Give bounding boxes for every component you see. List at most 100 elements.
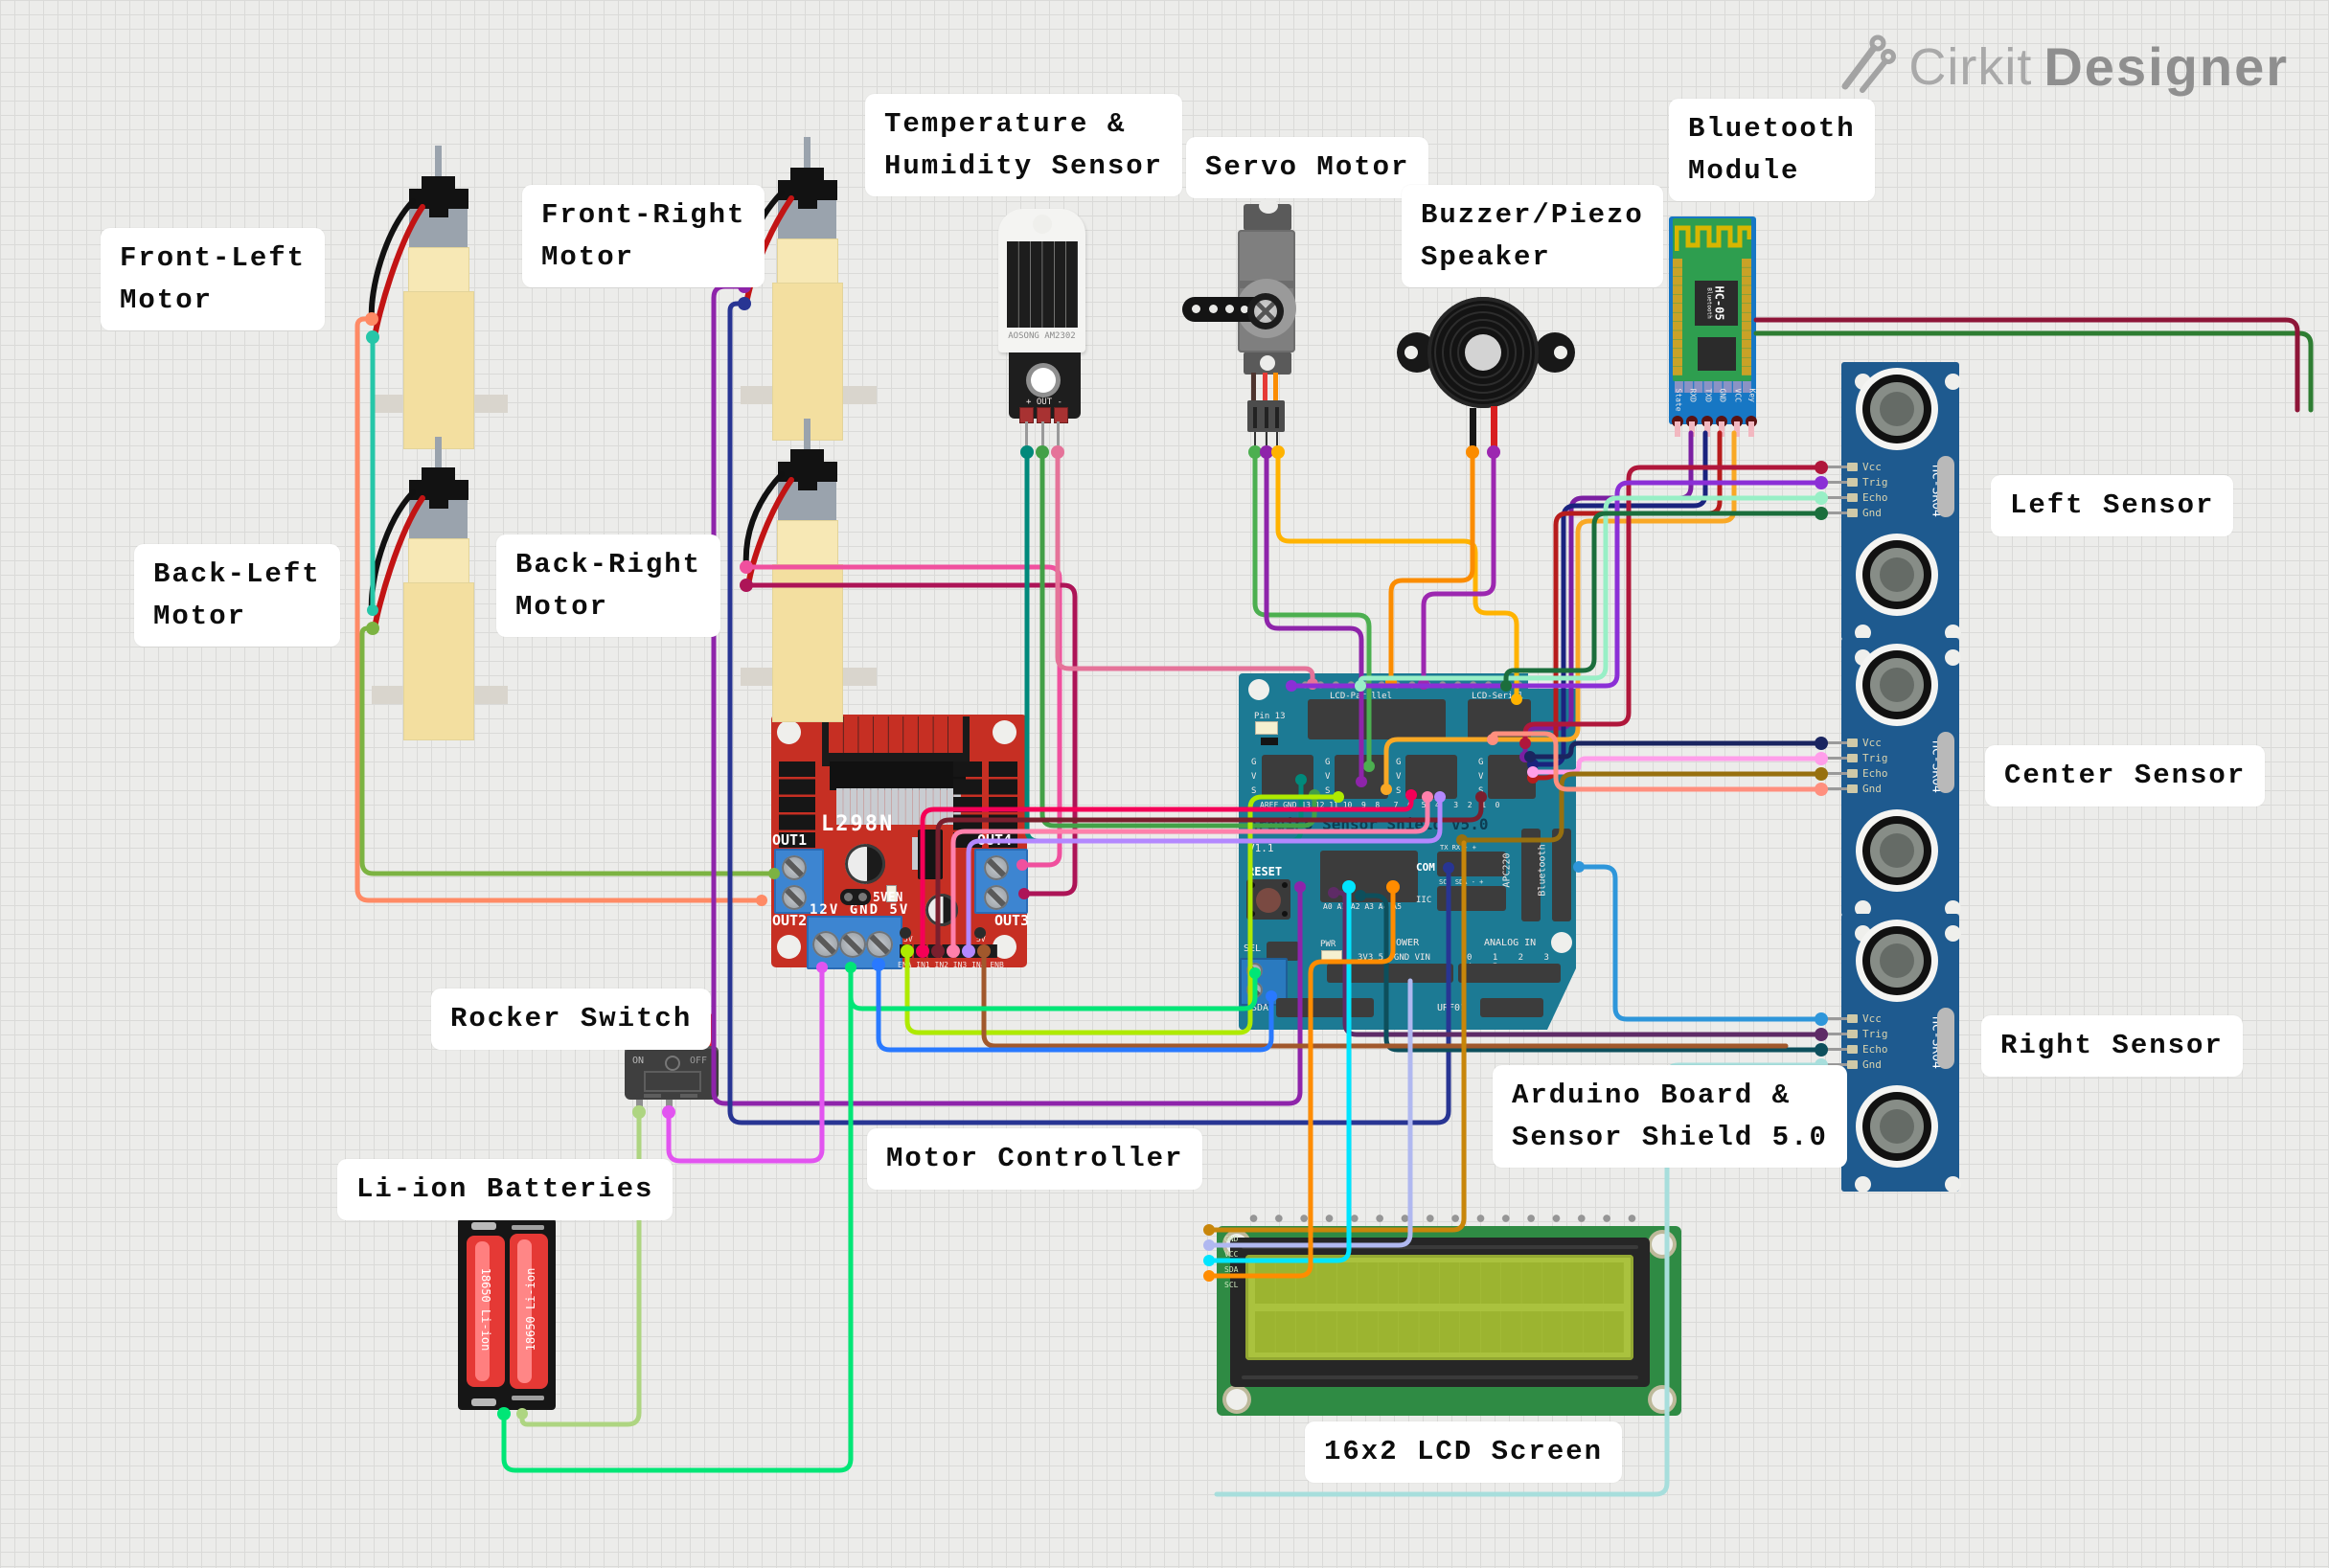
wire[interactable]: [1503, 511, 1824, 689]
lcd-pin-label: VCC: [1224, 1250, 1239, 1259]
arduino-board-sensor-shield-label[interactable]: Arduino Board &Sensor Shield 5.0: [1493, 1065, 1847, 1168]
sensor-pin-label: Vcc: [1862, 1012, 1882, 1025]
sensor-pin-label: Gnd: [1862, 1058, 1882, 1071]
bluetooth-chip-label: HC-05: [1713, 285, 1726, 321]
bluetooth-pin-label: Key: [1747, 388, 1757, 402]
analog-in-label: ANALOG IN: [1484, 938, 1537, 948]
battery-holder[interactable]: 18650 Li-ion 18650 Li-ion: [458, 1218, 556, 1412]
lcd-char-grid: [1255, 1262, 1624, 1352]
out4-label: OUT4: [977, 831, 1013, 849]
switch-off-label: OFF: [690, 1056, 708, 1066]
right-sensor-label[interactable]: Right Sensor: [1981, 1015, 2243, 1077]
battery-cell-text: 18650 Li-ion: [479, 1267, 492, 1352]
shield-title: Arduino Sensor Shield v5.0: [1248, 815, 1489, 833]
center-sensor-label[interactable]: Center Sensor: [1985, 745, 2266, 807]
back-right-motor[interactable]: [734, 419, 878, 725]
power-pin-labels: 3V3 5V GND VIN: [1358, 953, 1430, 963]
digital-pin-row-labels: AREF GND 13 12 11 10 9 8 7 6 5 4 3 2 1 0: [1260, 801, 1500, 809]
battery-cell-2: 18650 Li-ion: [510, 1234, 548, 1389]
input-header[interactable]: [900, 944, 997, 960]
temperature-humidity-sensor-label[interactable]: Temperature &Humidity Sensor: [865, 94, 1183, 196]
wire[interactable]: [1358, 495, 1824, 689]
bluetooth-chip: HC-05 Bluetooth: [1695, 281, 1738, 326]
sda-label: SDA: [1251, 1003, 1269, 1013]
out2-label: OUT2: [772, 912, 808, 929]
wire[interactable]: [1289, 480, 1824, 689]
cirkit-logo-icon: [1838, 34, 1897, 99]
front-right-motor[interactable]: [734, 137, 878, 443]
wire[interactable]: [876, 962, 1274, 1053]
bluetooth-header-label: Bluetooth: [1537, 844, 1548, 897]
out3-label: OUT3: [994, 912, 1030, 929]
piezo-buzzer[interactable]: [1389, 278, 1581, 455]
wire[interactable]: [1576, 864, 1824, 1022]
motor-controller-label[interactable]: Motor Controller: [867, 1128, 1203, 1190]
sensor-pin-label: Trig: [1862, 1028, 1888, 1040]
com-label: COM: [1416, 861, 1435, 874]
brand-name-bold: Designer: [2044, 36, 2289, 97]
wire[interactable]: [1530, 756, 1824, 775]
bluetooth-chip-sublabel: Bluetooth: [1706, 287, 1713, 319]
iic-label: IIC: [1416, 896, 1432, 905]
sensor-pin-label: Vcc: [1862, 461, 1882, 473]
pwr-label: PWR: [1320, 940, 1336, 949]
wire[interactable]: [1275, 449, 1519, 702]
dht22-sensor[interactable]: AOSONG AM2302 + OUT -: [998, 209, 1086, 453]
wire[interactable]: [1055, 449, 1315, 687]
servo-motor-label[interactable]: Servo Motor: [1186, 137, 1429, 198]
dht22-pin-labels: + OUT -: [1026, 398, 1062, 407]
bluetooth-pin-label: VCC: [1733, 388, 1743, 402]
cirkit-designer-watermark: Cirkit Designer: [1838, 34, 2289, 99]
servo-motor[interactable]: [1182, 196, 1309, 455]
sensor-pin-label: Echo: [1862, 767, 1888, 780]
power-label: POWER: [1390, 938, 1420, 948]
sensor-pin-label: Trig: [1862, 476, 1888, 489]
lcd-pin-label: SDA: [1224, 1265, 1239, 1274]
li-ion-batteries-label[interactable]: Li-ion Batteries: [337, 1159, 674, 1220]
brand-name: Cirkit: [1908, 37, 2033, 96]
bluetooth-pin-label: State: [1674, 388, 1683, 412]
lcd-pin-label: GND: [1224, 1235, 1239, 1243]
front-left-motor[interactable]: [365, 146, 509, 452]
rocker-switch-label[interactable]: Rocker Switch: [431, 989, 712, 1050]
com-pin-labels: TX RX - +: [1440, 844, 1476, 852]
dht22-brand-text: AOSONG AM2302: [1008, 331, 1076, 341]
back-left-motor[interactable]: [365, 437, 509, 743]
sel-label: SEL: [1244, 943, 1262, 954]
wire[interactable]: [848, 962, 1258, 1011]
sensor-pin-label: Gnd: [1862, 507, 1882, 519]
urf01-label: URF01: [1437, 1003, 1467, 1013]
battery-cell-text: 18650 Li-ion: [524, 1267, 537, 1352]
wire-connection-dot[interactable]: [756, 895, 767, 906]
sensor-pin-label: Gnd: [1862, 783, 1882, 795]
switch-on-label: ON: [632, 1056, 645, 1066]
left-sensor-label[interactable]: Left Sensor: [1991, 475, 2234, 536]
iic-pin-labels: SCL SDA - +: [1439, 878, 1484, 886]
out1-label: OUT1: [772, 831, 808, 849]
sensor-pin-label: Trig: [1862, 752, 1888, 764]
pin13-label: Pin 13: [1254, 712, 1286, 721]
lcd-screen-label[interactable]: 16x2 LCD Screen: [1305, 1421, 1623, 1483]
bluetooth-pin-label: RXD: [1688, 388, 1698, 402]
lcd-16x2[interactable]: GND VCC SDA SCL: [1203, 1209, 1682, 1420]
lcd-pin-label: SCL: [1224, 1281, 1239, 1289]
wire[interactable]: [1388, 449, 1475, 685]
wire[interactable]: [1421, 449, 1496, 687]
l298n-chip-label: L298N: [821, 812, 895, 836]
sensor-pin-label: Vcc: [1862, 737, 1882, 749]
l298n-motor-controller[interactable]: L298N OUT1 OUT2 OUT4 OUT3 12V GND 5V 5VE…: [771, 715, 1030, 969]
battery-cell-1: 18650 Li-ion: [467, 1236, 505, 1387]
en5v-label: 5VEN: [873, 891, 903, 905]
